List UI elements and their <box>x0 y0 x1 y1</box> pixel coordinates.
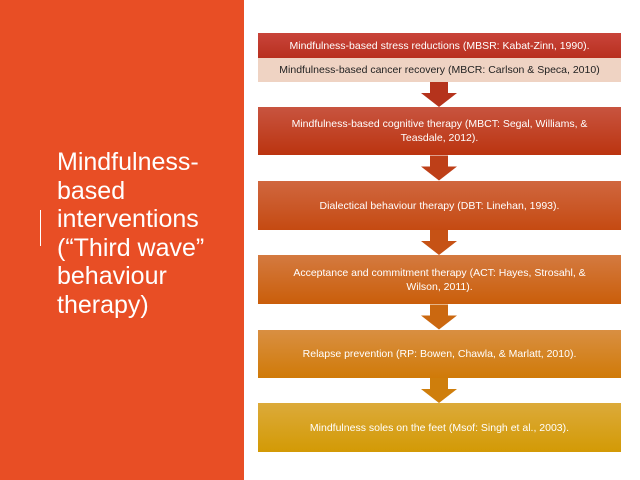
title-panel: Mindfulness-based interventions (“Third … <box>0 0 244 480</box>
step-mbsr[interactable]: Mindfulness-based stress reductions (MBS… <box>258 33 621 58</box>
step-rp[interactable]: Relapse prevention (RP: Bowen, Chawla, &… <box>258 330 621 378</box>
step-dbt[interactable]: Dialectical behaviour therapy (DBT: Line… <box>258 181 621 230</box>
step-msof[interactable]: Mindfulness soles on the feet (Msof: Sin… <box>258 403 621 452</box>
arrow-down-icon <box>421 82 457 107</box>
arrow-down-icon <box>421 230 457 255</box>
arrow-down-icon <box>421 378 457 403</box>
step-mbct[interactable]: Mindfulness-based cognitive therapy (MBC… <box>258 107 621 155</box>
arrow-down-icon <box>421 155 457 181</box>
text-cursor <box>40 210 41 246</box>
arrow-down-icon <box>421 304 457 330</box>
step-act[interactable]: Acceptance and commitment therapy (ACT: … <box>258 255 621 304</box>
slide-title[interactable]: Mindfulness-based interventions (“Third … <box>57 148 205 319</box>
step-mbcr[interactable]: Mindfulness-based cancer recovery (MBCR:… <box>258 58 621 82</box>
